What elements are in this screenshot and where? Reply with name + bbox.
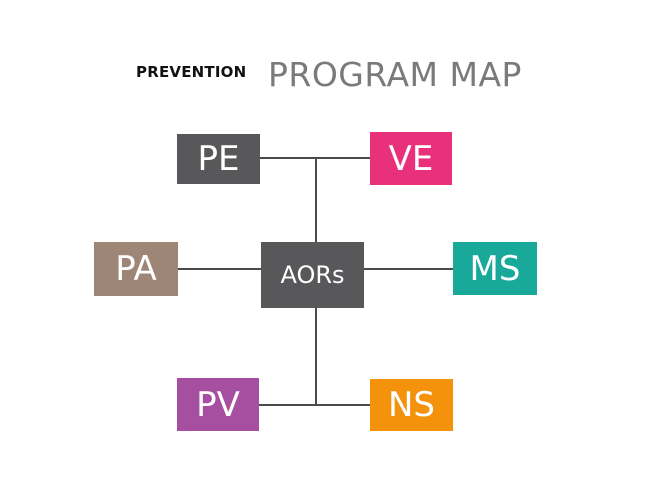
node-pe-label: PE	[197, 139, 240, 179]
node-ve-label: VE	[388, 138, 434, 179]
diagram-title: PREVENTION PROGRAM MAP	[0, 0, 650, 110]
connector-right-horizontal	[363, 268, 454, 270]
node-ms-label: MS	[469, 248, 521, 289]
node-pv: PV	[177, 378, 259, 431]
node-ve: VE	[370, 132, 452, 185]
node-aors-label: AORs	[280, 261, 345, 289]
connector-vertical-bottom	[315, 308, 317, 406]
node-pa-label: PA	[115, 249, 157, 289]
title-prevention: PREVENTION	[136, 63, 247, 81]
node-ns-label: NS	[387, 385, 435, 425]
title-program-map: PROGRAM MAP	[268, 55, 522, 94]
node-pe: PE	[177, 134, 260, 184]
node-ns: NS	[370, 379, 453, 431]
connector-vertical-top	[315, 157, 317, 243]
node-aors: AORs	[261, 242, 364, 308]
connector-bottom-horizontal	[258, 404, 371, 406]
node-ms: MS	[453, 242, 537, 295]
connector-left-horizontal	[178, 268, 262, 270]
node-pv-label: PV	[196, 384, 240, 425]
node-pa: PA	[94, 242, 178, 296]
